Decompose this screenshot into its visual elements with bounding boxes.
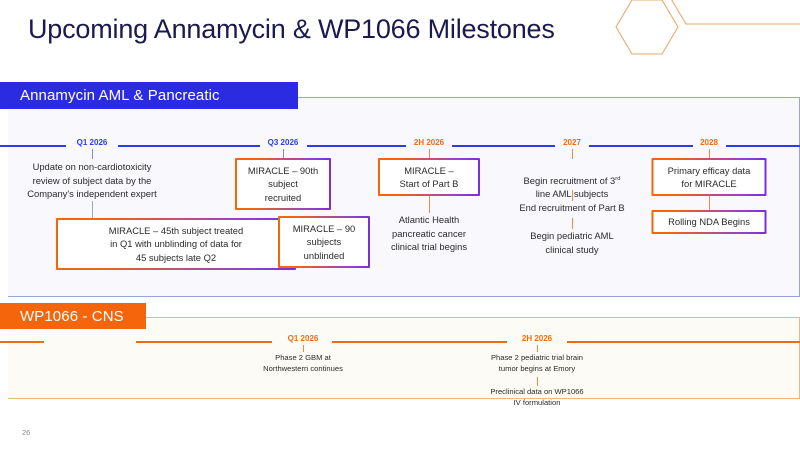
timeline-tick: [572, 149, 574, 159]
timeline-label-2h-2026: 2H 2026: [413, 138, 445, 147]
milestone-box[interactable]: Rolling NDA Begins: [651, 210, 767, 234]
connector-stem: [92, 201, 94, 218]
timeline-tick: [283, 149, 285, 159]
hexagon-decoration-icon: [600, 0, 800, 74]
timeline-segment: [307, 145, 406, 148]
timeline-label-2027: 2027: [563, 138, 581, 147]
connector-stem: [429, 196, 431, 213]
timeline-tick: [537, 345, 539, 352]
milestone-text: Preclinical data on WP1066 IV formulatio…: [490, 387, 584, 408]
timeline-tick: [92, 149, 94, 159]
timeline-label-2028: 2028: [700, 138, 718, 147]
timeline-segment: [118, 145, 260, 148]
page-number: 26: [22, 428, 31, 437]
timeline-tick: [429, 149, 431, 159]
timeline-segment: [452, 145, 555, 148]
milestone-text: Begin pediatric AML clinical study: [530, 230, 614, 255]
milestone-box-label: MIRACLE – 90th subject recruited: [237, 160, 329, 208]
timeline-label-q3-2026: Q3 2026: [267, 138, 299, 147]
section-tab-annamycin-label: Annamycin AML & Pancreatic: [20, 87, 220, 104]
milestone-text: Phase 2 GBM at Northwestern continues: [263, 353, 343, 374]
timeline-annamycin: Q1 2026 Q3 2026 2H 2026 2027 2028: [0, 138, 800, 159]
page-title: Upcoming Annamycin & WP1066 Milestones: [28, 14, 555, 44]
connector-stem: [537, 377, 539, 386]
milestone-text: Update on non-cardiotoxicity review of s…: [27, 161, 157, 200]
timeline-segment: [0, 145, 66, 148]
milestone-box[interactable]: MIRACLE – Start of Part B: [378, 158, 480, 196]
section-tab-wp1066-label: WP1066 - CNS: [20, 307, 124, 325]
milestone-text: Atlantic Health pancreatic cancer clinic…: [390, 214, 468, 253]
milestone-box-label: MIRACLE – 90 subjects unblinded: [280, 218, 368, 266]
milestone-box-label: Rolling NDA Begins: [653, 212, 765, 232]
milestone-text: Phase 2 pediatric trial brain tumor begi…: [490, 353, 584, 374]
section-panel-wp1066: [8, 317, 800, 399]
milestone-text: End recruitment of Part B: [519, 202, 625, 213]
milestone-box-label: MIRACLE – 45th subject treated in Q1 wit…: [58, 220, 294, 268]
timeline-wp1066: Q1 2026 2H 2026: [0, 334, 800, 352]
timeline-tick: [303, 345, 305, 352]
timeline-segment: [332, 341, 507, 344]
milestone-box[interactable]: MIRACLE – 90th subject recruited: [235, 158, 331, 210]
connector-stem: [572, 190, 574, 201]
milestone-box-label: MIRACLE – Start of Part B: [380, 160, 478, 194]
timeline-segment: [726, 145, 800, 148]
timeline-label-wp-q1-2026: Q1 2026: [287, 334, 319, 343]
milestone-box[interactable]: MIRACLE – 90 subjects unblinded: [278, 216, 370, 268]
connector-stem: [572, 218, 574, 229]
timeline-segment: [0, 341, 44, 344]
milestone-box[interactable]: Primary efficay data for MIRACLE: [651, 158, 767, 196]
timeline-segment: [589, 145, 693, 148]
milestone-box[interactable]: MIRACLE – 45th subject treated in Q1 wit…: [56, 218, 296, 270]
connector-stem: [709, 196, 711, 210]
timeline-tick: [709, 149, 711, 159]
timeline-label-wp-2h-2026: 2H 2026: [521, 334, 553, 343]
timeline-segment: [136, 341, 272, 344]
timeline-segment: [567, 341, 800, 344]
section-tab-annamycin[interactable]: Annamycin AML & Pancreatic: [0, 82, 298, 109]
timeline-label-q1-2026: Q1 2026: [76, 138, 108, 147]
milestone-box-label: Primary efficay data for MIRACLE: [653, 160, 765, 194]
section-tab-wp1066[interactable]: WP1066 - CNS: [0, 303, 146, 329]
